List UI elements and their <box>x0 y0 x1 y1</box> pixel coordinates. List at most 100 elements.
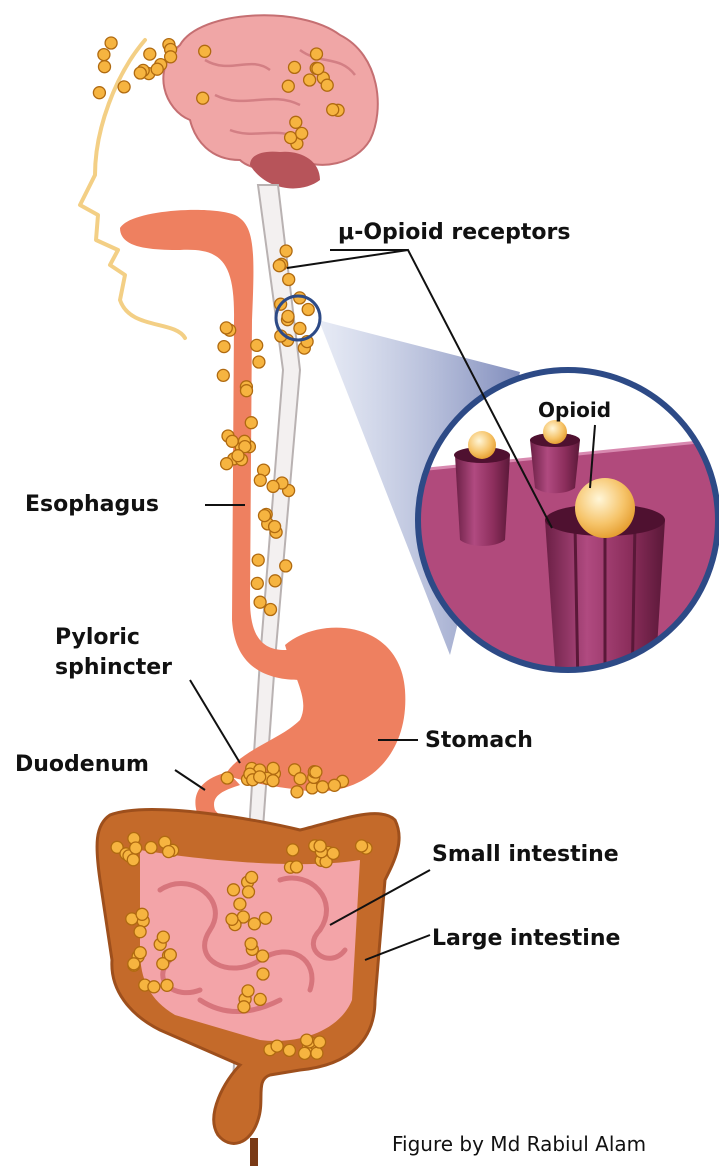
receptor-dot <box>267 775 279 787</box>
receptor-dot <box>257 968 269 980</box>
receptor-dot <box>165 51 177 63</box>
receptor-dot <box>248 918 260 930</box>
receptor-dot <box>130 842 142 854</box>
receptor-dot <box>232 450 244 462</box>
label-mu-opioid-receptors: μ-Opioid receptors <box>338 220 570 246</box>
receptor-dot <box>283 274 295 286</box>
receptor-dot <box>269 521 281 533</box>
receptor-dot <box>238 1001 250 1013</box>
receptor-dot <box>99 61 111 73</box>
receptor-dot <box>197 92 209 104</box>
receptor-dot <box>291 861 303 873</box>
receptor-dot <box>282 80 294 92</box>
receptor-dot <box>290 116 302 128</box>
figure-credit: Figure by Md Rabiul Alam <box>392 1132 646 1156</box>
receptor-dot <box>164 949 176 961</box>
receptor-dot <box>217 369 229 381</box>
receptor-dot <box>273 260 285 272</box>
receptor-dot <box>304 74 316 86</box>
receptor-dot <box>228 884 240 896</box>
label-opioid: Opioid <box>538 397 611 423</box>
receptor-dot <box>241 385 253 397</box>
label-small-intestine: Small intestine <box>432 842 619 868</box>
receptor-dot <box>253 356 265 368</box>
receptor-dot <box>257 950 269 962</box>
receptor-dot <box>151 63 163 75</box>
receptor-dot <box>246 871 258 883</box>
receptor-dot <box>301 1034 313 1046</box>
receptor-dot <box>163 846 175 858</box>
receptor-dot <box>251 577 263 589</box>
receptor-dot <box>269 575 281 587</box>
receptor-dot <box>283 1044 295 1056</box>
receptor-dot <box>161 979 173 991</box>
receptor-dot <box>145 842 157 854</box>
label-sphincter: sphincter <box>55 655 172 681</box>
receptor-dot <box>267 480 279 492</box>
receptor-dot <box>310 766 322 778</box>
receptor-dot <box>218 341 230 353</box>
receptor-dot <box>356 840 368 852</box>
receptor-dot <box>221 458 233 470</box>
receptor-dot <box>314 840 326 852</box>
receptor-dot <box>327 847 339 859</box>
receptor-dot <box>259 510 271 522</box>
receptor-dot <box>199 45 211 57</box>
receptor-dot <box>105 37 117 49</box>
receptor-dot <box>157 931 169 943</box>
receptor-dot <box>93 87 105 99</box>
receptor-dot <box>289 61 301 73</box>
receptor-dot <box>285 132 297 144</box>
receptor-dot <box>148 981 160 993</box>
receptor-dot <box>280 245 292 257</box>
receptor-dot <box>226 435 238 447</box>
receptor-dot <box>265 604 277 616</box>
receptor-dot <box>311 1047 323 1059</box>
receptor-dot <box>245 417 257 429</box>
receptor-dot <box>312 63 324 75</box>
receptor-dot <box>271 1040 283 1052</box>
label-duodenum: Duodenum <box>15 752 149 778</box>
receptor-dot <box>254 596 266 608</box>
receptor-dot <box>220 322 232 334</box>
receptor-dot <box>254 771 266 783</box>
receptor-dot <box>136 908 148 920</box>
receptor-dot <box>254 474 266 486</box>
receptor-dot <box>226 913 238 925</box>
receptor-dot <box>287 844 299 856</box>
receptor-dot <box>127 854 139 866</box>
receptor-dot <box>221 772 233 784</box>
receptor-dot <box>134 67 146 79</box>
receptor-dot <box>128 958 140 970</box>
receptor-dot <box>282 310 294 322</box>
receptor-dot <box>291 786 303 798</box>
receptor-dot <box>98 49 110 61</box>
receptor-dot <box>328 779 340 791</box>
receptor-dot <box>234 898 246 910</box>
receptor-dot <box>118 81 130 93</box>
receptor-dot <box>299 1047 311 1059</box>
receptor-dot <box>327 104 339 116</box>
receptor-dot <box>134 947 146 959</box>
receptor-dot <box>254 993 266 1005</box>
receptor-dot <box>317 781 329 793</box>
opioid-molecule-main <box>575 478 635 538</box>
receptor-dot <box>311 48 323 60</box>
receptor-dot <box>134 926 146 938</box>
receptor-dot <box>252 554 264 566</box>
receptor-dot <box>314 1036 326 1048</box>
opioid-molecule-left <box>468 431 496 459</box>
receptor-dot <box>296 127 308 139</box>
receptor-dot <box>302 304 314 316</box>
brain <box>163 15 377 188</box>
label-stomach: Stomach <box>425 728 533 754</box>
receptor-dot <box>251 339 263 351</box>
label-esophagus: Esophagus <box>25 492 159 518</box>
receptor-dot <box>245 938 257 950</box>
receptor-dot <box>144 48 156 60</box>
receptor-dot <box>242 985 254 997</box>
receptor-dot <box>321 79 333 91</box>
label-pyloric: Pyloric <box>55 625 140 651</box>
receptor-dot <box>280 560 292 572</box>
